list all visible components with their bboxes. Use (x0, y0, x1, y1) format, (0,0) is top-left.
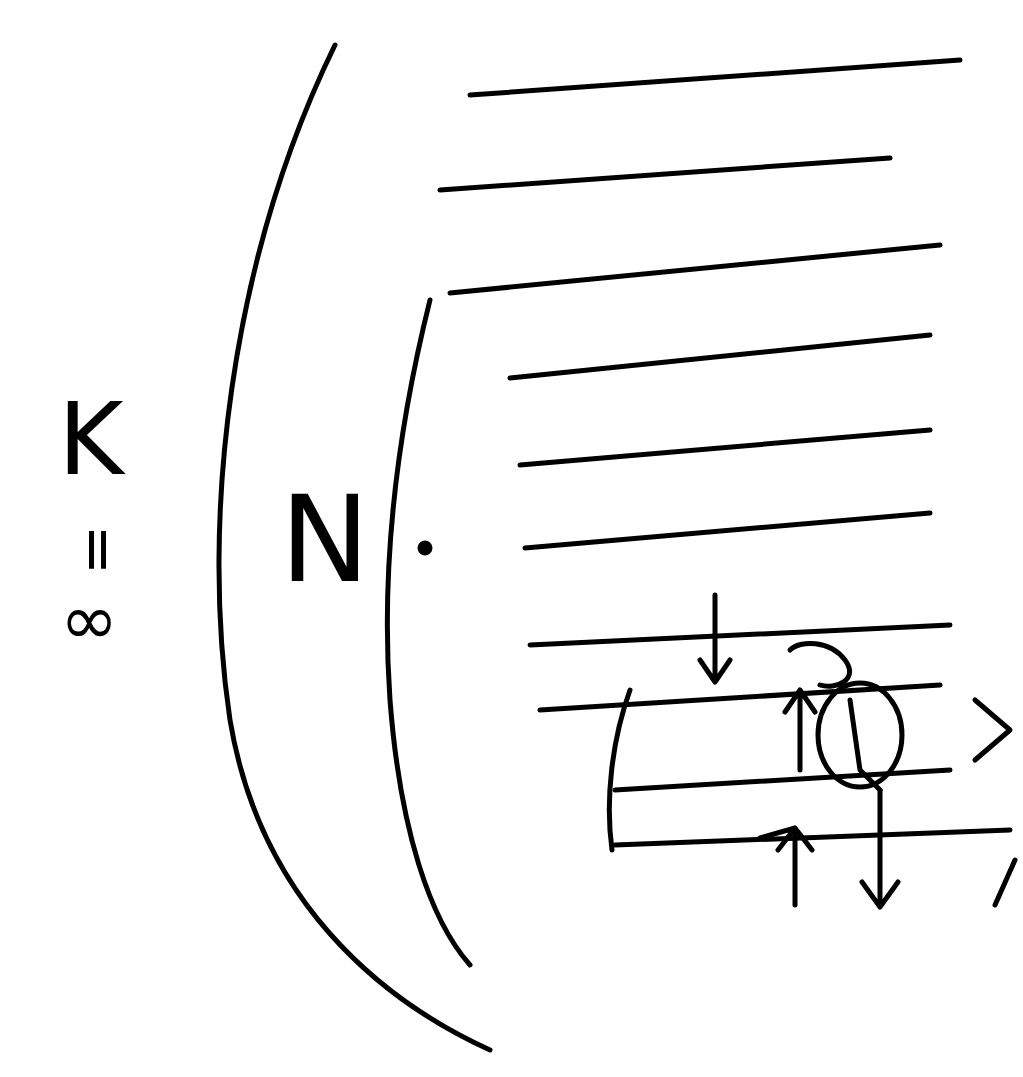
loop-tick (850, 700, 880, 790)
outer-bracket (219, 45, 490, 1050)
dot (420, 543, 430, 553)
infinity-value: ∞ (60, 585, 118, 655)
edge-mark (995, 860, 1015, 905)
count-label: N (280, 480, 370, 600)
small-bracket (609, 690, 630, 850)
equals-sign: = (70, 525, 130, 575)
spin-arrows (700, 595, 898, 907)
level-lines (440, 60, 1010, 845)
squiggle (790, 643, 850, 686)
inner-bracket (387, 300, 470, 965)
edge-mark (975, 700, 1010, 760)
variable-label: K (58, 390, 124, 490)
